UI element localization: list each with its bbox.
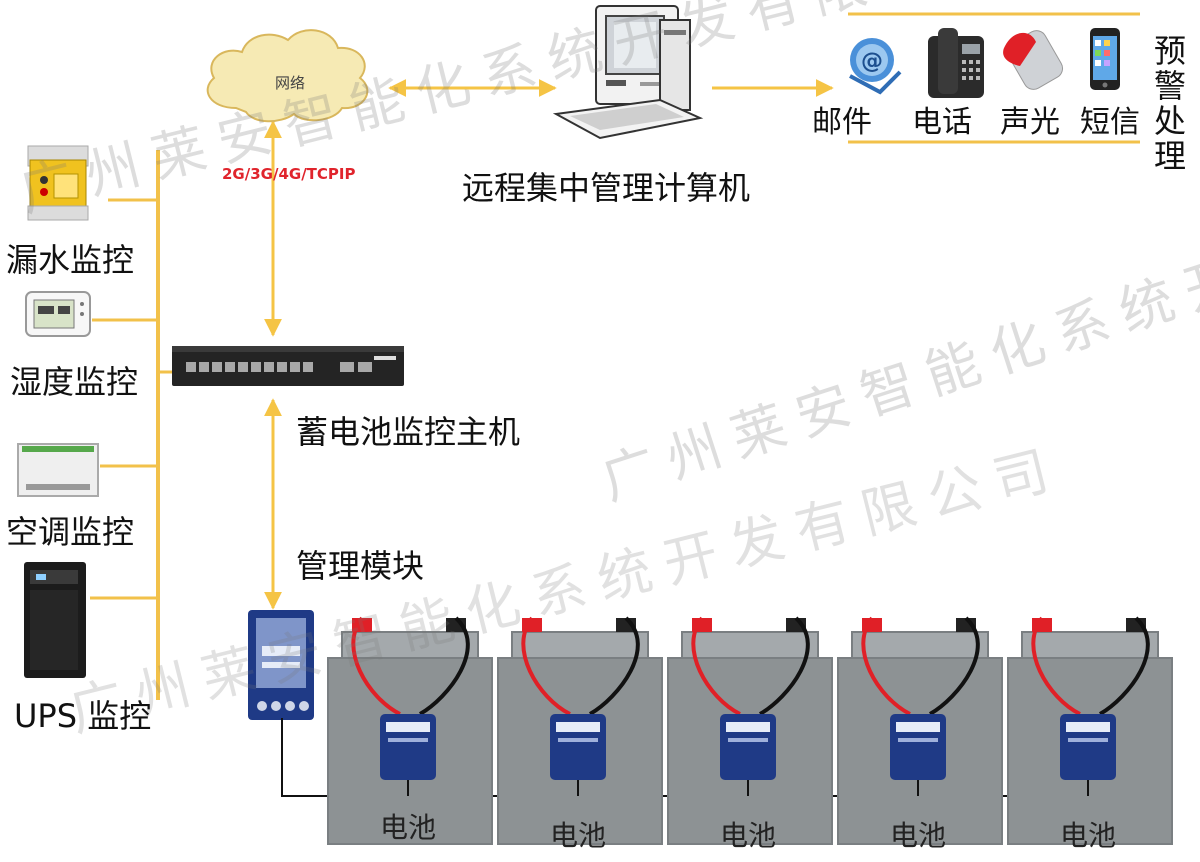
battery-sensor-label-plate [1066, 722, 1110, 732]
battery-label: 电池 [380, 811, 437, 844]
smartphone-icon [1090, 28, 1120, 90]
battery-unit [497, 616, 663, 845]
alert-label-light: 声光 [1000, 105, 1060, 140]
battery-lid [851, 631, 989, 659]
cloud-label: 网络 [275, 74, 305, 92]
battery-cable-red [521, 616, 571, 716]
battery-unit [327, 616, 493, 845]
alert-title-char: 处 [1153, 102, 1186, 140]
email-icon: @ [849, 38, 902, 95]
battery-sensor-stripe [558, 738, 598, 742]
battery-label: 电池 [550, 819, 607, 852]
sensor-label-ups: UPS 监控 [14, 697, 152, 735]
svg-text:@: @ [861, 49, 883, 74]
battery-cable-black [928, 616, 980, 716]
battery-label: 电池 [720, 819, 777, 852]
battery-sensor-stripe [898, 738, 938, 742]
battery-label: 电池 [890, 819, 947, 852]
battery-lid [681, 631, 819, 659]
leak-sensor-icon [27, 145, 89, 221]
protocol-label: 2G/3G/4G/TCPIP [222, 165, 356, 183]
battery-sensor-label-plate [556, 722, 600, 732]
battery-cable-black [758, 616, 810, 716]
network-cloud: 网络 [206, 29, 369, 123]
telephone-icon [928, 28, 984, 98]
battery-cable-red [351, 616, 401, 716]
siren-icon [1003, 30, 1064, 90]
alert-label-phone: 电话 [912, 105, 972, 140]
alert-title-char: 警 [1153, 67, 1186, 105]
alert-title-char: 预 [1153, 32, 1186, 70]
battery-label: 电池 [1060, 819, 1117, 852]
alert-handling-title: 预 警 处 理 [1152, 34, 1188, 174]
host-label: 蓄电池监控主机 [296, 413, 521, 451]
battery-lid [511, 631, 649, 659]
ac-controller-icon [17, 443, 99, 497]
battery-unit [837, 616, 1003, 845]
battery-cable-black [588, 616, 640, 716]
battery-lid [341, 631, 479, 659]
alert-title-char: 理 [1153, 137, 1186, 175]
battery-unit [667, 616, 833, 845]
alert-label-sms: 短信 [1080, 105, 1140, 140]
humidity-sensor-icon [25, 291, 91, 337]
computer-icon [552, 5, 704, 140]
battery-sensor-label-plate [386, 722, 430, 732]
battery-sensor-label-plate [726, 722, 770, 732]
battery-cable-red [691, 616, 741, 716]
battery-unit [1007, 616, 1173, 845]
ups-icon [24, 562, 86, 678]
battery-sensor-label-plate [896, 722, 940, 732]
battery-cable-black [418, 616, 470, 716]
management-module-icon [248, 610, 314, 720]
module-label: 管理模块 [296, 547, 425, 585]
battery-sensor-stripe [728, 738, 768, 742]
battery-cable-red [1031, 616, 1081, 716]
sensor-label-ac: 空调监控 [6, 513, 135, 551]
battery-cable-red [861, 616, 911, 716]
battery-lid [1021, 631, 1159, 659]
battery-monitor-host [172, 346, 404, 386]
remote-computer-label: 远程集中管理计算机 [462, 169, 751, 207]
alert-label-email: 邮件 [812, 105, 872, 140]
sensor-label-humidity: 湿度监控 [10, 363, 139, 401]
battery-sensor-stripe [1068, 738, 1108, 742]
battery-sensor-stripe [388, 738, 428, 742]
battery-cable-black [1098, 616, 1150, 716]
sensor-label-leak: 漏水监控 [6, 241, 135, 279]
